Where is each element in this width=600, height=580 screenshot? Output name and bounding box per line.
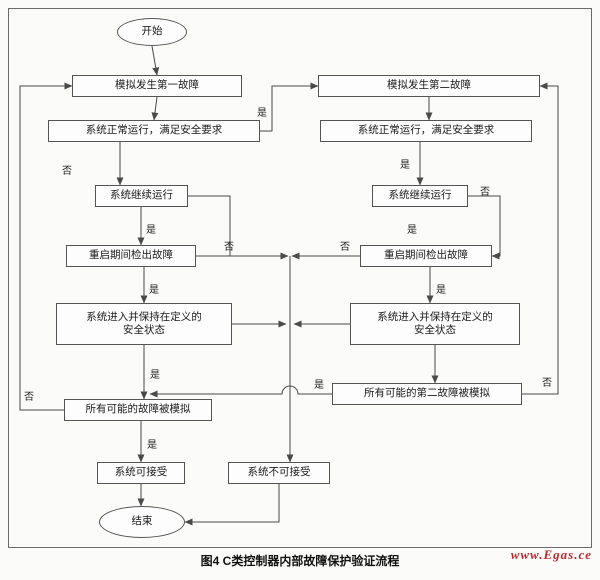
node-simulate-first-fault-label: 模拟发生第一故障	[115, 79, 199, 92]
node-continues-running-left: 系统继续运行	[95, 185, 188, 207]
node-simulate-second-fault-label: 模拟发生第二故障	[387, 79, 471, 92]
diagram-frame	[8, 8, 592, 548]
node-continues-running-right: 系统继续运行	[372, 185, 468, 207]
node-normal-operation-right-label: 系统正常运行，满足安全要求	[357, 124, 495, 137]
edge-label-yes-6: 是	[436, 285, 446, 296]
node-system-acceptable: 系统可接受	[97, 462, 185, 484]
node-system-unacceptable-label: 系统不可接受	[247, 466, 311, 479]
edge-label-no-3: 否	[224, 242, 234, 253]
edge-label-yes-7: 是	[150, 370, 160, 381]
node-simulate-second-fault: 模拟发生第二故障	[318, 75, 540, 97]
edge-label-yes-2: 是	[400, 160, 410, 171]
figure-caption: 图4 C类控制器内部故障保护验证流程	[200, 554, 400, 568]
node-normal-operation-left: 系统正常运行，满足安全要求	[48, 120, 260, 142]
node-continues-running-left-label: 系统继续运行	[110, 189, 173, 202]
edge-label-yes-4: 是	[407, 225, 417, 236]
node-start: 开始	[117, 18, 187, 46]
node-safe-state-left-label: 系统进入并保持在定义的 安全状态	[86, 310, 202, 336]
edge-label-yes-3: 是	[146, 225, 156, 236]
node-fault-detected-restart-left-label: 重启期间检出故障	[89, 249, 173, 262]
watermark: www.Egas.ce	[510, 547, 592, 562]
node-end: 结束	[99, 506, 185, 538]
node-system-acceptable-label: 系统可接受	[114, 466, 168, 479]
node-continues-running-right-label: 系统继续运行	[388, 189, 452, 202]
node-system-unacceptable: 系统不可接受	[228, 462, 330, 484]
node-fault-detected-restart-left: 重启期间检出故障	[66, 245, 196, 267]
edge-label-no-2: 否	[480, 187, 490, 198]
edge-label-yes-5: 是	[149, 285, 159, 296]
node-all-faults-simulated-label: 所有可能的故障被模拟	[85, 403, 191, 416]
edge-label-yes-1: 是	[257, 108, 267, 119]
edge-label-no-5: 否	[24, 392, 34, 403]
node-simulate-first-fault: 模拟发生第一故障	[72, 75, 242, 97]
node-start-label: 开始	[141, 25, 163, 38]
node-normal-operation-left-label: 系统正常运行，满足安全要求	[85, 124, 223, 137]
edge-label-yes-8: 是	[314, 380, 324, 391]
edge-label-no-6: 否	[542, 378, 552, 389]
node-fault-detected-restart-right-label: 重启期间检出故障	[384, 249, 468, 262]
node-all-second-faults-simulated: 所有可能的第二故障被模拟	[332, 383, 522, 405]
node-all-faults-simulated: 所有可能的故障被模拟	[64, 399, 212, 421]
node-safe-state-right-label: 系统进入并保持在定义的 安全状态	[377, 310, 493, 336]
edge-label-no-4: 否	[340, 242, 350, 253]
node-end-label: 结束	[131, 515, 153, 528]
node-safe-state-left: 系统进入并保持在定义的 安全状态	[56, 303, 232, 345]
node-normal-operation-right: 系统正常运行，满足安全要求	[320, 120, 532, 142]
node-all-second-faults-simulated-label: 所有可能的第二故障被模拟	[364, 387, 490, 400]
edge-label-no-1: 否	[62, 166, 72, 177]
edge-label-yes-9: 是	[147, 440, 157, 451]
node-safe-state-right: 系统进入并保持在定义的 安全状态	[350, 303, 520, 345]
node-fault-detected-restart-right: 重启期间检出故障	[360, 245, 492, 267]
